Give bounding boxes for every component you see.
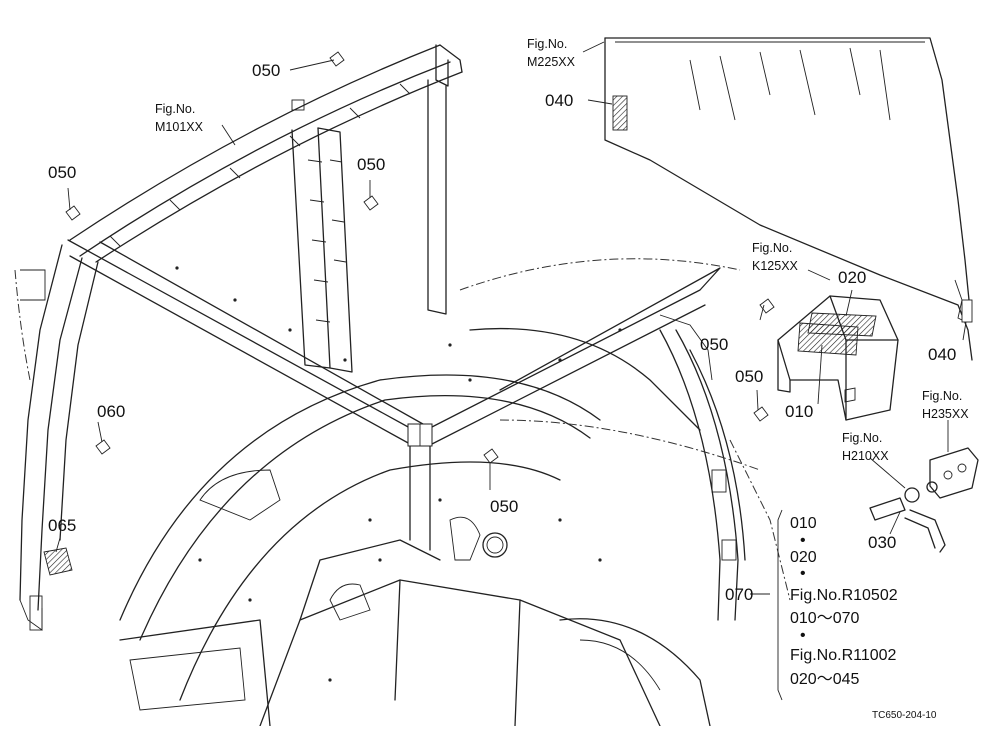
callout-050: 050 <box>48 163 76 182</box>
bolt-holes <box>175 266 622 682</box>
fender <box>119 327 701 701</box>
note-line: Fig.No.R11002 <box>790 647 897 664</box>
note-line: 020 <box>790 549 817 566</box>
callout-040: 040 <box>928 345 956 364</box>
fig-ref-code: H235XX <box>922 407 969 421</box>
fig-ref-label: Fig.No. <box>155 102 195 116</box>
note-bullet: • <box>800 532 806 549</box>
drawing-code: TC650-204-10 <box>872 710 937 721</box>
window-glass <box>604 37 973 361</box>
decal-050 <box>483 448 499 464</box>
fig-ref-code: H210XX <box>842 449 889 463</box>
callout-010: 010 <box>785 402 813 421</box>
fig-ref-code: M101XX <box>155 120 204 134</box>
roof-frame <box>69 44 463 315</box>
decal-010 <box>797 322 859 356</box>
callout-050: 050 <box>252 61 280 80</box>
note-line: 010～070 <box>790 610 859 627</box>
callout-050: 050 <box>700 335 728 354</box>
callout-020: 020 <box>838 268 866 287</box>
decal-065 <box>43 547 73 576</box>
callout-050: 050 <box>490 497 518 516</box>
decal-050 <box>65 205 81 221</box>
note-bullet: • <box>800 565 806 582</box>
callout-070: 070 <box>725 585 753 604</box>
right-curved-post <box>659 329 746 621</box>
cross-beams <box>67 239 721 551</box>
decal-050 <box>363 195 379 211</box>
decal-050 <box>753 406 769 422</box>
figure-references: Fig.No. M225XX Fig.No. M101XX Fig.No. K1… <box>155 37 969 463</box>
fig-ref-label: Fig.No. <box>842 431 882 445</box>
leader-lines <box>55 41 967 701</box>
left-front-post <box>19 244 99 631</box>
assembly-note: 010 • 020 • Fig.No.R10502 010～070 • Fig.… <box>790 515 898 688</box>
fig-ref-code: M225XX <box>527 55 576 69</box>
decal-040 <box>612 95 628 131</box>
note-line: Fig.No.R10502 <box>790 587 898 604</box>
fig-ref-label: Fig.No. <box>922 389 962 403</box>
decals <box>43 51 775 576</box>
fig-ref-label: Fig.No. <box>752 241 792 255</box>
decal-050 <box>759 298 775 314</box>
hose-fittings <box>869 447 979 553</box>
callout-labels: 050 050 050 050 050 050 040 040 020 010 … <box>48 61 956 604</box>
callout-065: 065 <box>48 516 76 535</box>
note-line: 010 <box>790 515 817 532</box>
callout-040: 040 <box>545 91 573 110</box>
note-bullet: • <box>800 627 806 644</box>
fig-ref-code: K125XX <box>752 259 799 273</box>
callout-050: 050 <box>735 367 763 386</box>
fig-ref-label: Fig.No. <box>527 37 567 51</box>
callout-050: 050 <box>357 155 385 174</box>
note-line: 020～045 <box>790 671 859 688</box>
callout-030: 030 <box>868 533 896 552</box>
bracket-assembly <box>777 295 899 421</box>
floor-frame <box>119 539 711 727</box>
rear-column <box>291 127 353 373</box>
callout-060: 060 <box>97 402 125 421</box>
decal-060 <box>95 439 111 455</box>
decal-050 <box>329 51 345 67</box>
hidden-lines <box>14 258 791 601</box>
